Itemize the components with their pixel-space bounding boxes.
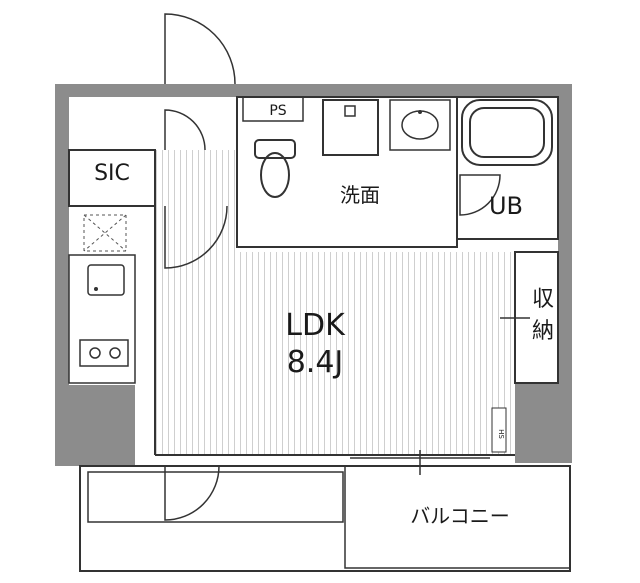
washroom-label: 洗面: [340, 183, 380, 207]
storage-label-1: 収: [532, 287, 554, 312]
exterior-walls: [55, 84, 572, 466]
entrance-door-icon: [164, 13, 236, 521]
bathtub-icon: [461, 99, 553, 166]
hs-box: [491, 407, 507, 453]
washbasin: [389, 99, 451, 151]
ldk-size-label: 8.4J: [287, 345, 344, 380]
basin-bowl-icon: [401, 110, 439, 140]
fridge-space-icon: [83, 214, 127, 252]
ub-label: UB: [489, 192, 523, 220]
toilet-icon: [254, 139, 296, 198]
hall-floor: [155, 150, 235, 252]
hs-label: HS: [497, 429, 505, 439]
ldk-label: LDK: [285, 308, 346, 343]
drain-icon: [344, 105, 356, 117]
shower-pan: [322, 99, 379, 156]
sic-label: SIC: [94, 161, 130, 186]
ldk-floor: [155, 252, 515, 455]
stove-icon: [79, 339, 129, 367]
balcony-label: バルコニー: [410, 504, 510, 528]
kitchen-sink: [87, 264, 125, 296]
ps-label: PS: [269, 103, 286, 119]
storage-label-2: 納: [532, 319, 554, 344]
ub-door-icon: [459, 174, 501, 216]
